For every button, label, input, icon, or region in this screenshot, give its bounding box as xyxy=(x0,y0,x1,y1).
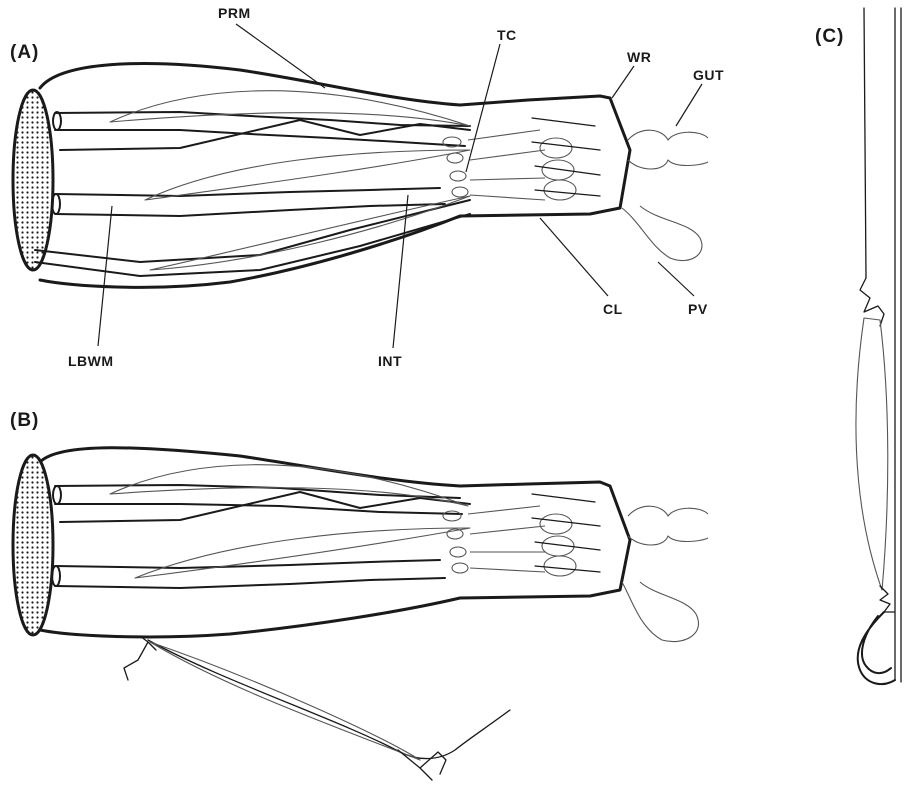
leader-gut xyxy=(676,84,702,126)
label-int: INT xyxy=(378,353,402,369)
panel-b-tooth-cluster xyxy=(443,506,545,573)
label-cl: CL xyxy=(603,301,623,317)
panel-b-gut xyxy=(628,506,708,545)
leader-tc xyxy=(466,44,500,172)
label-wr: WR xyxy=(627,49,651,65)
label-gut: GUT xyxy=(693,67,724,83)
panel-a-gut xyxy=(628,130,708,169)
leader-cl xyxy=(540,218,608,296)
panel-label-a: (A) xyxy=(10,42,39,63)
panel-b-stippled-cap xyxy=(13,455,53,635)
label-pv: PV xyxy=(688,301,708,317)
leader-prm xyxy=(236,24,325,88)
panel-label-b: (B) xyxy=(10,410,39,431)
panel-a-collar-teeth xyxy=(532,118,600,200)
panel-a-lbwm-lower xyxy=(55,188,445,216)
panel-a-body-wall xyxy=(40,64,630,288)
leader-lbwm xyxy=(98,206,112,346)
leader-pv xyxy=(658,262,694,296)
label-tc: TC xyxy=(497,27,517,43)
panel-b-lbwm-upper xyxy=(55,485,462,514)
panel-c-diagram xyxy=(856,8,901,684)
panel-a-diagram xyxy=(13,64,708,288)
leader-wr xyxy=(612,66,634,98)
panel-c-loop xyxy=(858,612,895,684)
leader-lines xyxy=(98,24,702,348)
panel-a-lbwm-upper-end xyxy=(53,112,61,130)
label-prm: PRM xyxy=(218,5,251,21)
panel-c-filament-left xyxy=(864,8,866,278)
label-lbwm: LBWM xyxy=(68,353,114,369)
panel-b-collar-teeth xyxy=(532,494,600,576)
panel-a-prm-spindle-1 xyxy=(110,91,470,126)
panel-b-strand xyxy=(148,640,510,759)
panel-b-lbwm-lower xyxy=(55,560,445,588)
panel-label-c: (C) xyxy=(815,26,844,47)
panel-a-pv-sac xyxy=(622,206,702,261)
panel-b-pv-sac xyxy=(622,582,698,642)
panel-a-stippled-cap xyxy=(13,90,53,270)
panel-c-spindle-body xyxy=(856,318,888,590)
panel-b-diagram xyxy=(13,448,708,780)
panel-b-prm-spindle-2 xyxy=(135,528,470,578)
panel-b-lbwm-upper-end xyxy=(53,486,61,504)
panel-a-tooth-cluster xyxy=(443,130,545,200)
